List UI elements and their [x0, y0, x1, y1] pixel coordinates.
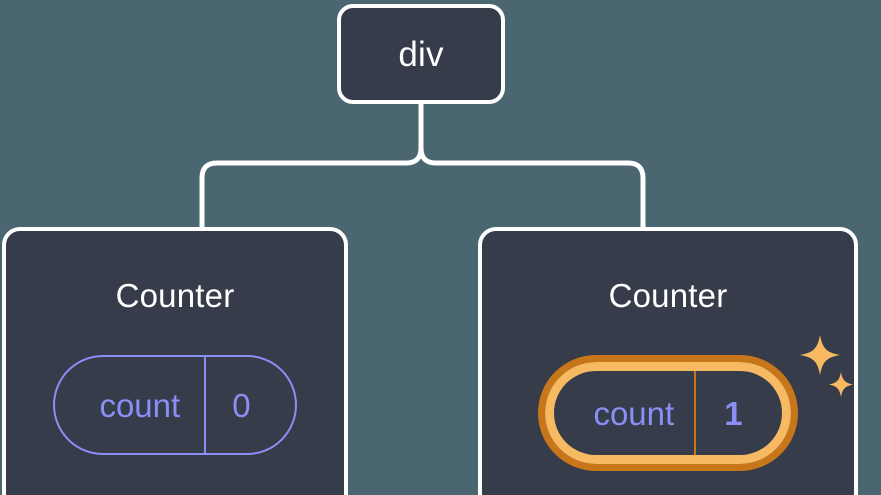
- node-counter-left[interactable]: Counter count 0: [2, 227, 348, 495]
- node-root-div[interactable]: div: [337, 4, 505, 104]
- connector-branch-right: [418, 147, 646, 227]
- state-pill-left-key: count: [99, 386, 181, 424]
- node-root-label: div: [398, 34, 444, 74]
- state-pill-right-divider: [694, 371, 697, 455]
- node-counter-right-title: Counter: [608, 277, 728, 314]
- state-pill-left[interactable]: count 0: [53, 355, 297, 455]
- state-pill-left-value: 0: [232, 386, 251, 424]
- sparkle-group: [799, 335, 853, 397]
- state-pill-wrapper-right: count 1: [538, 335, 853, 471]
- node-counter-right[interactable]: Counter count 1: [478, 227, 858, 495]
- state-pill-right-value: 1: [724, 394, 743, 432]
- node-counter-left-title: Counter: [115, 277, 235, 314]
- state-pill-right-key: count: [593, 394, 675, 432]
- state-pill-wrapper-left: count 0: [53, 355, 297, 455]
- sparkle-small-icon: [828, 372, 853, 397]
- state-pill-right[interactable]: count 1: [538, 355, 798, 471]
- state-pill-left-divider: [204, 357, 207, 453]
- sparkle-icon: [799, 335, 840, 375]
- connector-branch-left: [199, 147, 424, 227]
